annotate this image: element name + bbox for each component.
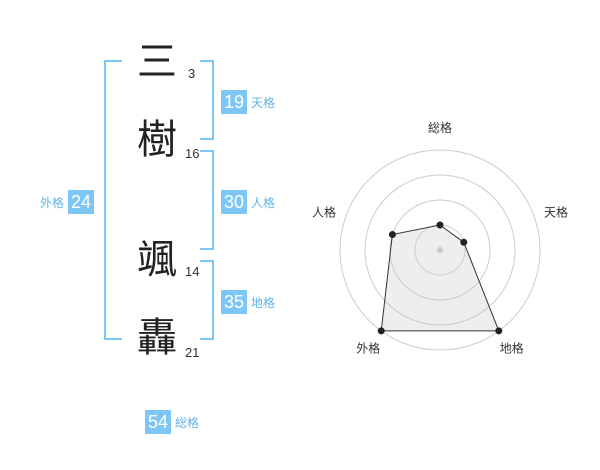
chikaku-bracket [200,260,214,340]
soukaku-value: 54 [145,410,172,434]
radar-ring-1 [414,224,466,276]
radar-axis-label-3: 地格 [500,341,524,356]
radar-axis-label-2: 天格 [544,204,568,219]
radar-axis-label-1: 総格 [428,120,452,135]
name-char-2: 樹 [137,117,177,163]
tenkaku-value: 19 [221,90,248,114]
tenkaku-bracket [200,60,214,140]
name-char-4: 轟 [137,315,177,361]
radar-ring-3 [364,174,516,326]
stroke-count-1: 3 [188,66,196,81]
stroke-count-2: 16 [185,146,200,161]
stroke-count-4: 21 [185,345,200,360]
radar-axis-label-5: 人格 [312,204,336,219]
radar-point-5 [388,231,396,239]
soukaku-label: 総格 [175,415,200,430]
chikaku-value: 35 [221,290,248,314]
name-char-1: 三 [137,39,177,85]
name-char-3: 颯 [137,237,177,283]
tenkaku-badge: 19 天格 [221,90,275,114]
radar-point-3 [495,327,503,335]
chikaku-badge: 35 地格 [221,290,275,314]
jinkaku-badge: 30 人格 [221,190,275,214]
radar-axis-label-4: 外格 [356,341,380,356]
radar-point-4 [377,327,385,335]
tenkaku-label: 天格 [251,95,276,110]
radar-ring-2 [389,199,491,301]
soukaku-badge: 54 総格 [145,410,199,434]
radar-area [380,224,500,332]
radar-point-2 [460,238,468,246]
gaikaku-value: 24 [68,190,95,214]
radar-ring-4 [339,149,541,351]
gaikaku-badge: 24 外格 [40,190,95,214]
jinkaku-value: 30 [221,190,248,214]
jinkaku-label: 人格 [251,195,276,210]
radar-point-1 [436,221,444,229]
jinkaku-bracket [200,150,214,250]
stroke-count-3: 14 [185,264,200,279]
radar-center [437,247,443,253]
chikaku-label: 地格 [251,295,276,310]
gaikaku-label: 外格 [40,195,65,210]
gaikaku-bracket [104,60,122,340]
